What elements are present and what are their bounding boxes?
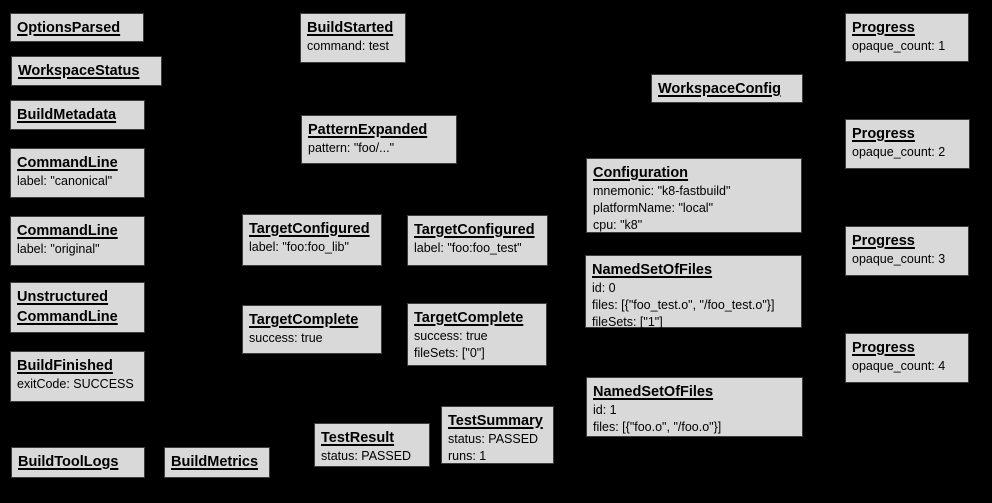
box-field: exitCode: SUCCESS bbox=[17, 377, 134, 391]
event-box-progress-1: Progress opaque_count: 1 bbox=[845, 13, 969, 62]
event-box-target-configured-foo-test: TargetConfigured label: "foo:foo_test" bbox=[407, 215, 548, 266]
box-field: mnemonic: "k8-fastbuild" bbox=[593, 184, 731, 198]
event-box-workspace-config: WorkspaceConfig bbox=[651, 74, 803, 103]
box-title: BuildMetadata bbox=[17, 107, 117, 123]
event-box-configuration: Configuration mnemonic: "k8-fastbuild" p… bbox=[586, 158, 802, 233]
event-box-unstructured-command-line: Unstructured CommandLine bbox=[10, 282, 145, 333]
box-field: cpu: "k8" bbox=[593, 218, 643, 232]
box-field: label: "foo:foo_lib" bbox=[249, 240, 349, 254]
event-box-pattern-expanded: PatternExpanded pattern: "foo/..." bbox=[301, 115, 457, 164]
box-field: opaque_count: 2 bbox=[852, 145, 946, 159]
box-field: id: 0 bbox=[592, 281, 616, 295]
box-title: NamedSetOfFiles bbox=[593, 384, 714, 400]
event-box-command-line-canonical: CommandLine label: "canonical" bbox=[10, 148, 145, 198]
event-box-build-finished: BuildFinished exitCode: SUCCESS bbox=[10, 351, 145, 402]
event-box-test-summary: TestSummary status: PASSED runs: 1 bbox=[441, 406, 554, 464]
box-title: Unstructured CommandLine bbox=[17, 289, 118, 325]
box-title: NamedSetOfFiles bbox=[592, 262, 713, 278]
box-title: BuildToolLogs bbox=[18, 454, 119, 470]
box-field: platformName: "local" bbox=[593, 201, 714, 215]
box-title: TestResult bbox=[321, 430, 395, 446]
event-box-workspace-status: WorkspaceStatus bbox=[11, 56, 162, 86]
box-field: fileSets: ["1"] bbox=[592, 315, 663, 329]
box-field: success: true bbox=[414, 329, 488, 343]
box-field: opaque_count: 3 bbox=[852, 252, 946, 266]
box-title: TargetComplete bbox=[249, 312, 359, 328]
event-box-build-metadata: BuildMetadata bbox=[10, 100, 145, 130]
box-field: status: PASSED bbox=[448, 432, 539, 446]
event-box-named-set-of-files-1: NamedSetOfFiles id: 1 files: [{"foo.o", … bbox=[586, 377, 803, 437]
event-box-progress-4: Progress opaque_count: 4 bbox=[845, 333, 969, 383]
box-field: id: 1 bbox=[593, 403, 617, 417]
box-title: TargetComplete bbox=[414, 310, 524, 326]
box-field: fileSets: ["0"] bbox=[414, 346, 485, 360]
box-title: BuildStarted bbox=[307, 20, 394, 36]
box-title: OptionsParsed bbox=[17, 20, 121, 36]
box-field: success: true bbox=[249, 331, 323, 345]
event-box-test-result: TestResult status: PASSED bbox=[314, 423, 430, 467]
box-field: label: "foo:foo_test" bbox=[414, 241, 522, 255]
box-field: label: "original" bbox=[17, 242, 100, 256]
box-title: BuildFinished bbox=[17, 358, 113, 374]
box-field: label: "canonical" bbox=[17, 174, 113, 188]
box-title: Progress bbox=[852, 20, 915, 36]
event-box-target-complete-foo-test: TargetComplete success: true fileSets: [… bbox=[407, 303, 547, 366]
box-field: opaque_count: 1 bbox=[852, 39, 946, 53]
box-field: command: test bbox=[307, 39, 389, 53]
box-title: WorkspaceStatus bbox=[18, 63, 140, 79]
box-title: Progress bbox=[852, 126, 915, 142]
box-title: CommandLine bbox=[17, 223, 118, 239]
box-field: opaque_count: 4 bbox=[852, 359, 946, 373]
box-title: Configuration bbox=[593, 165, 689, 181]
event-box-build-metrics: BuildMetrics bbox=[164, 447, 270, 478]
box-title: CommandLine bbox=[17, 155, 118, 171]
box-field: pattern: "foo/..." bbox=[308, 141, 395, 155]
box-title: Progress bbox=[852, 233, 915, 249]
box-title: TargetConfigured bbox=[249, 221, 370, 237]
box-title: BuildMetrics bbox=[171, 454, 259, 470]
box-title: WorkspaceConfig bbox=[658, 81, 782, 97]
box-title: TestSummary bbox=[448, 413, 543, 429]
box-field: runs: 1 bbox=[448, 449, 487, 463]
event-box-build-started: BuildStarted command: test bbox=[300, 13, 406, 63]
event-box-named-set-of-files-0: NamedSetOfFiles id: 0 files: [{"foo_test… bbox=[585, 255, 802, 329]
event-box-progress-2: Progress opaque_count: 2 bbox=[845, 119, 970, 169]
box-field: status: PASSED bbox=[321, 449, 412, 463]
event-box-target-configured-foo-lib: TargetConfigured label: "foo:foo_lib" bbox=[242, 214, 382, 266]
event-box-build-tool-logs: BuildToolLogs bbox=[11, 447, 145, 478]
event-box-progress-3: Progress opaque_count: 3 bbox=[845, 226, 969, 276]
box-field: files: [{"foo.o", "/foo.o"}] bbox=[593, 420, 722, 434]
event-box-target-complete-foo-lib: TargetComplete success: true bbox=[242, 305, 382, 354]
box-title: PatternExpanded bbox=[308, 122, 428, 138]
box-title: Progress bbox=[852, 340, 915, 356]
box-title: TargetConfigured bbox=[414, 222, 535, 238]
box-field: files: [{"foo_test.o", "/foo_test.o"}] bbox=[592, 298, 775, 312]
event-box-command-line-original: CommandLine label: "original" bbox=[10, 216, 145, 266]
event-box-options-parsed: OptionsParsed bbox=[10, 13, 144, 42]
